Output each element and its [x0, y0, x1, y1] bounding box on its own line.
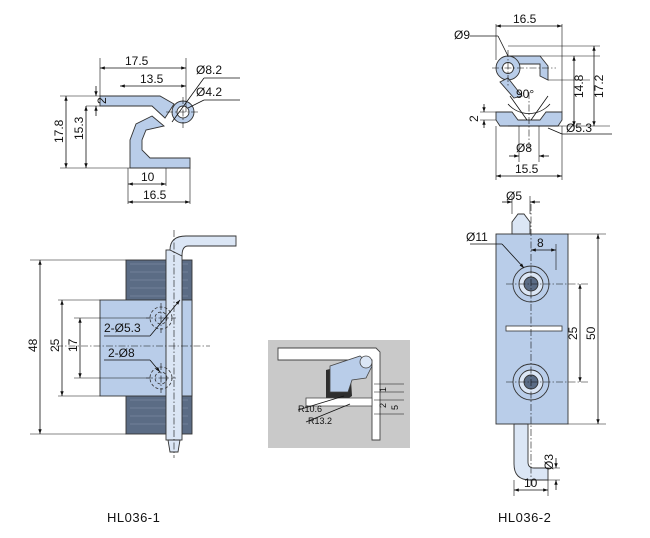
dim-15-3: 15.3: [72, 116, 86, 140]
dim-25-right: 25: [566, 326, 580, 340]
dim-16-5: 16.5: [143, 188, 167, 202]
section-knuckle: [359, 355, 373, 369]
dim-2-dia-5-3: 2-Ø5.3: [104, 321, 141, 335]
dim-dia-4-2: Ø4.2: [196, 85, 222, 99]
dim-17-8: 17.8: [52, 119, 66, 143]
dim-dia-5-3: Ø5.3: [566, 121, 592, 135]
dim-r10-6: R10.6: [298, 404, 322, 414]
dim-48: 48: [26, 338, 40, 352]
view-top-right: 90° Ø9 16.5 14.8 17.2 2 Ø5.3 Ø8 15.5: [454, 12, 612, 180]
caption-hl036-2: HL036-2: [498, 510, 551, 525]
dim-25-left: 25: [48, 338, 62, 352]
view-top-left: 17.5 13.5 Ø8.2 Ø4.2 2 17.8 15.3 10 16.5: [52, 54, 240, 204]
view-section: R10.6 R13.2 1 2 5: [268, 340, 410, 448]
dim-dia-8: Ø8: [516, 141, 532, 155]
dim-2-dia-8: 2-Ø8: [108, 346, 135, 360]
dim-17: 17: [66, 338, 80, 352]
dim-17-2: 17.2: [592, 74, 606, 98]
dim-sec-1: 1: [378, 387, 388, 392]
dim-14-8: 14.8: [572, 74, 586, 98]
dim-dia-11: Ø11: [466, 230, 488, 244]
dim-2-right: 2: [467, 115, 481, 122]
view-front-right: Ø5 Ø11 8 25 50 Ø3 10 HL036-2: [466, 189, 606, 525]
hinge-leaf-profile: [99, 95, 175, 119]
dim-13-5: 13.5: [140, 72, 164, 86]
dim-dia-3: Ø3: [542, 454, 556, 470]
dim-sec-5: 5: [390, 405, 400, 410]
dim-8: 8: [537, 236, 544, 250]
dim-16-5-top: 16.5: [513, 12, 537, 26]
dim-17-5: 17.5: [125, 54, 149, 68]
dim-2: 2: [95, 97, 109, 104]
hook-arm: [499, 77, 523, 99]
dim-dia-5: Ø5: [506, 189, 522, 203]
dim-15-5: 15.5: [515, 162, 539, 176]
pin-top: [511, 213, 531, 235]
dim-50: 50: [584, 326, 598, 340]
dim-10-right: 10: [524, 476, 538, 490]
hinge-bracket-profile: [129, 115, 191, 169]
dim-sec-2: 2: [378, 403, 388, 408]
view-front-left: 48 25 17 2-Ø5.3 2-Ø8 HL036-1: [26, 230, 237, 525]
caption-hl036-1: HL036-1: [107, 510, 160, 525]
dim-dia-9: Ø9: [454, 28, 470, 42]
dim-angle-90: 90°: [516, 87, 534, 101]
dim-r13-2: R13.2: [308, 416, 332, 426]
slot: [505, 325, 563, 332]
dim-10: 10: [141, 170, 155, 184]
pin-bend: [169, 235, 237, 257]
dim-dia-8-2: Ø8.2: [196, 63, 222, 77]
